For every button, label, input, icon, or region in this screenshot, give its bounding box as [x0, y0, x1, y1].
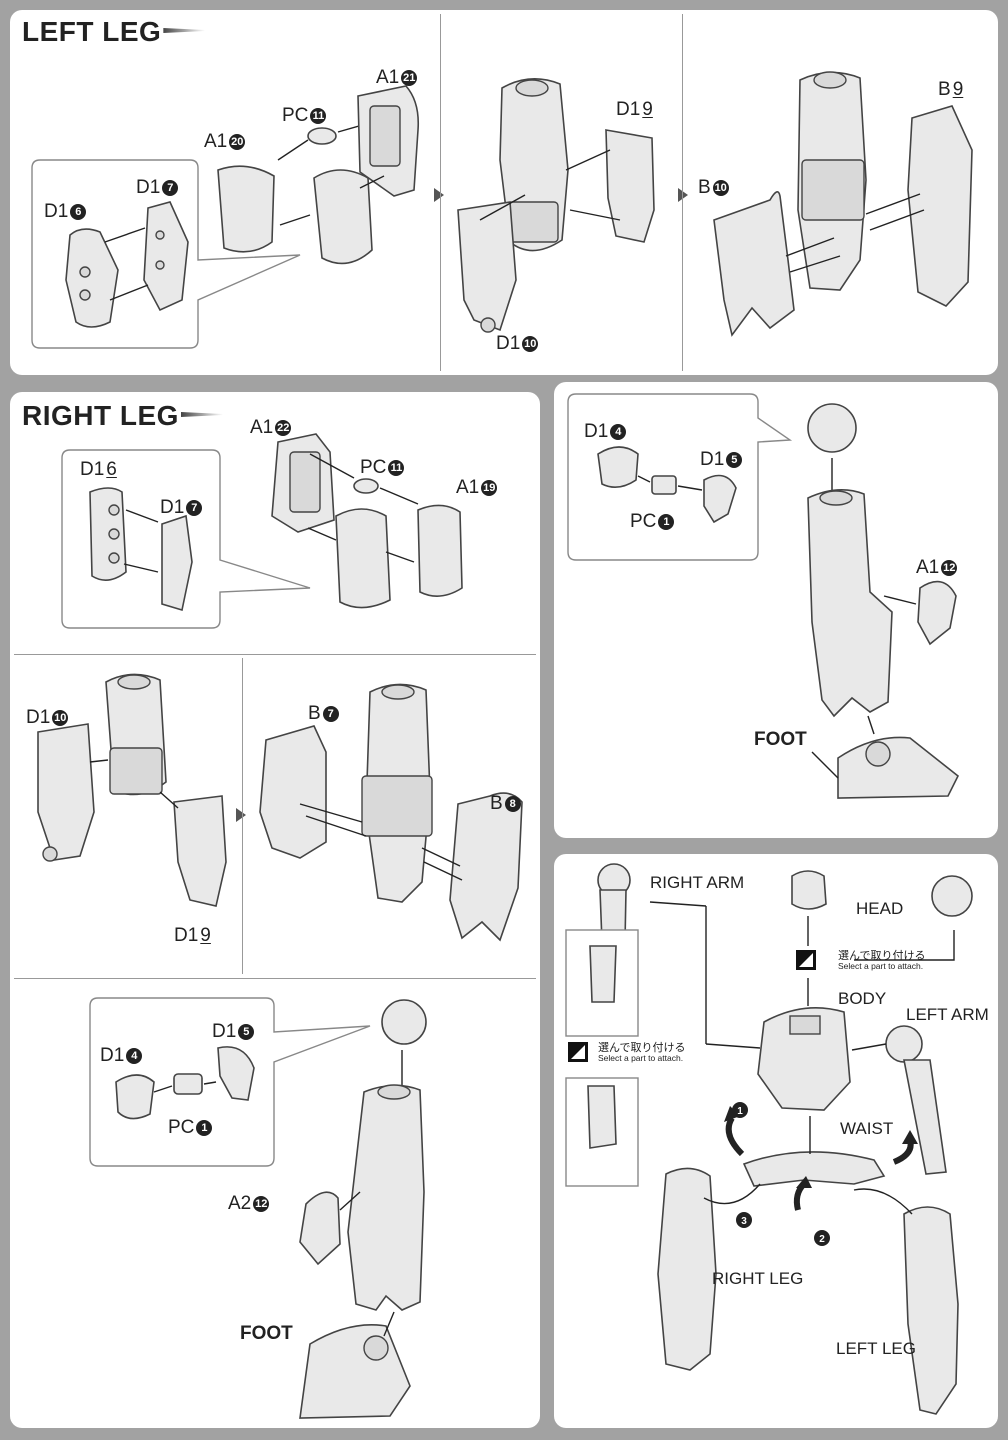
step-3-number: 3 [741, 1216, 747, 1227]
lf-label-foot: FOOT [754, 729, 807, 750]
assembly-illustration: 1 2 3 [565, 863, 973, 1415]
left-leg-title: LEFT LEG [22, 16, 206, 48]
select-part-icon [796, 950, 816, 970]
asm-label-waist: WAIST [840, 1119, 894, 1138]
step-1-number: 1 [737, 1106, 743, 1117]
rl-label-foot: FOOT [240, 1323, 293, 1344]
left-leg-illustration [31, 71, 973, 349]
right-leg-title: RIGHT LEG [22, 400, 223, 432]
select-part-icon-2 [568, 1042, 588, 1062]
step-2-number: 2 [819, 1234, 825, 1245]
asm-label-right-arm: RIGHT ARM [650, 873, 745, 892]
asm-label-left-leg: LEFT LEG [836, 1339, 916, 1358]
asm-label-left-arm: LEFT ARM [906, 1005, 989, 1024]
right-leg-illustration [37, 433, 523, 1419]
asm-label-body: BODY [838, 989, 887, 1008]
left-foot-illustration [567, 393, 960, 799]
asm-label-head: HEAD [856, 899, 904, 918]
asm-label-right-leg: RIGHT LEG [712, 1269, 804, 1288]
